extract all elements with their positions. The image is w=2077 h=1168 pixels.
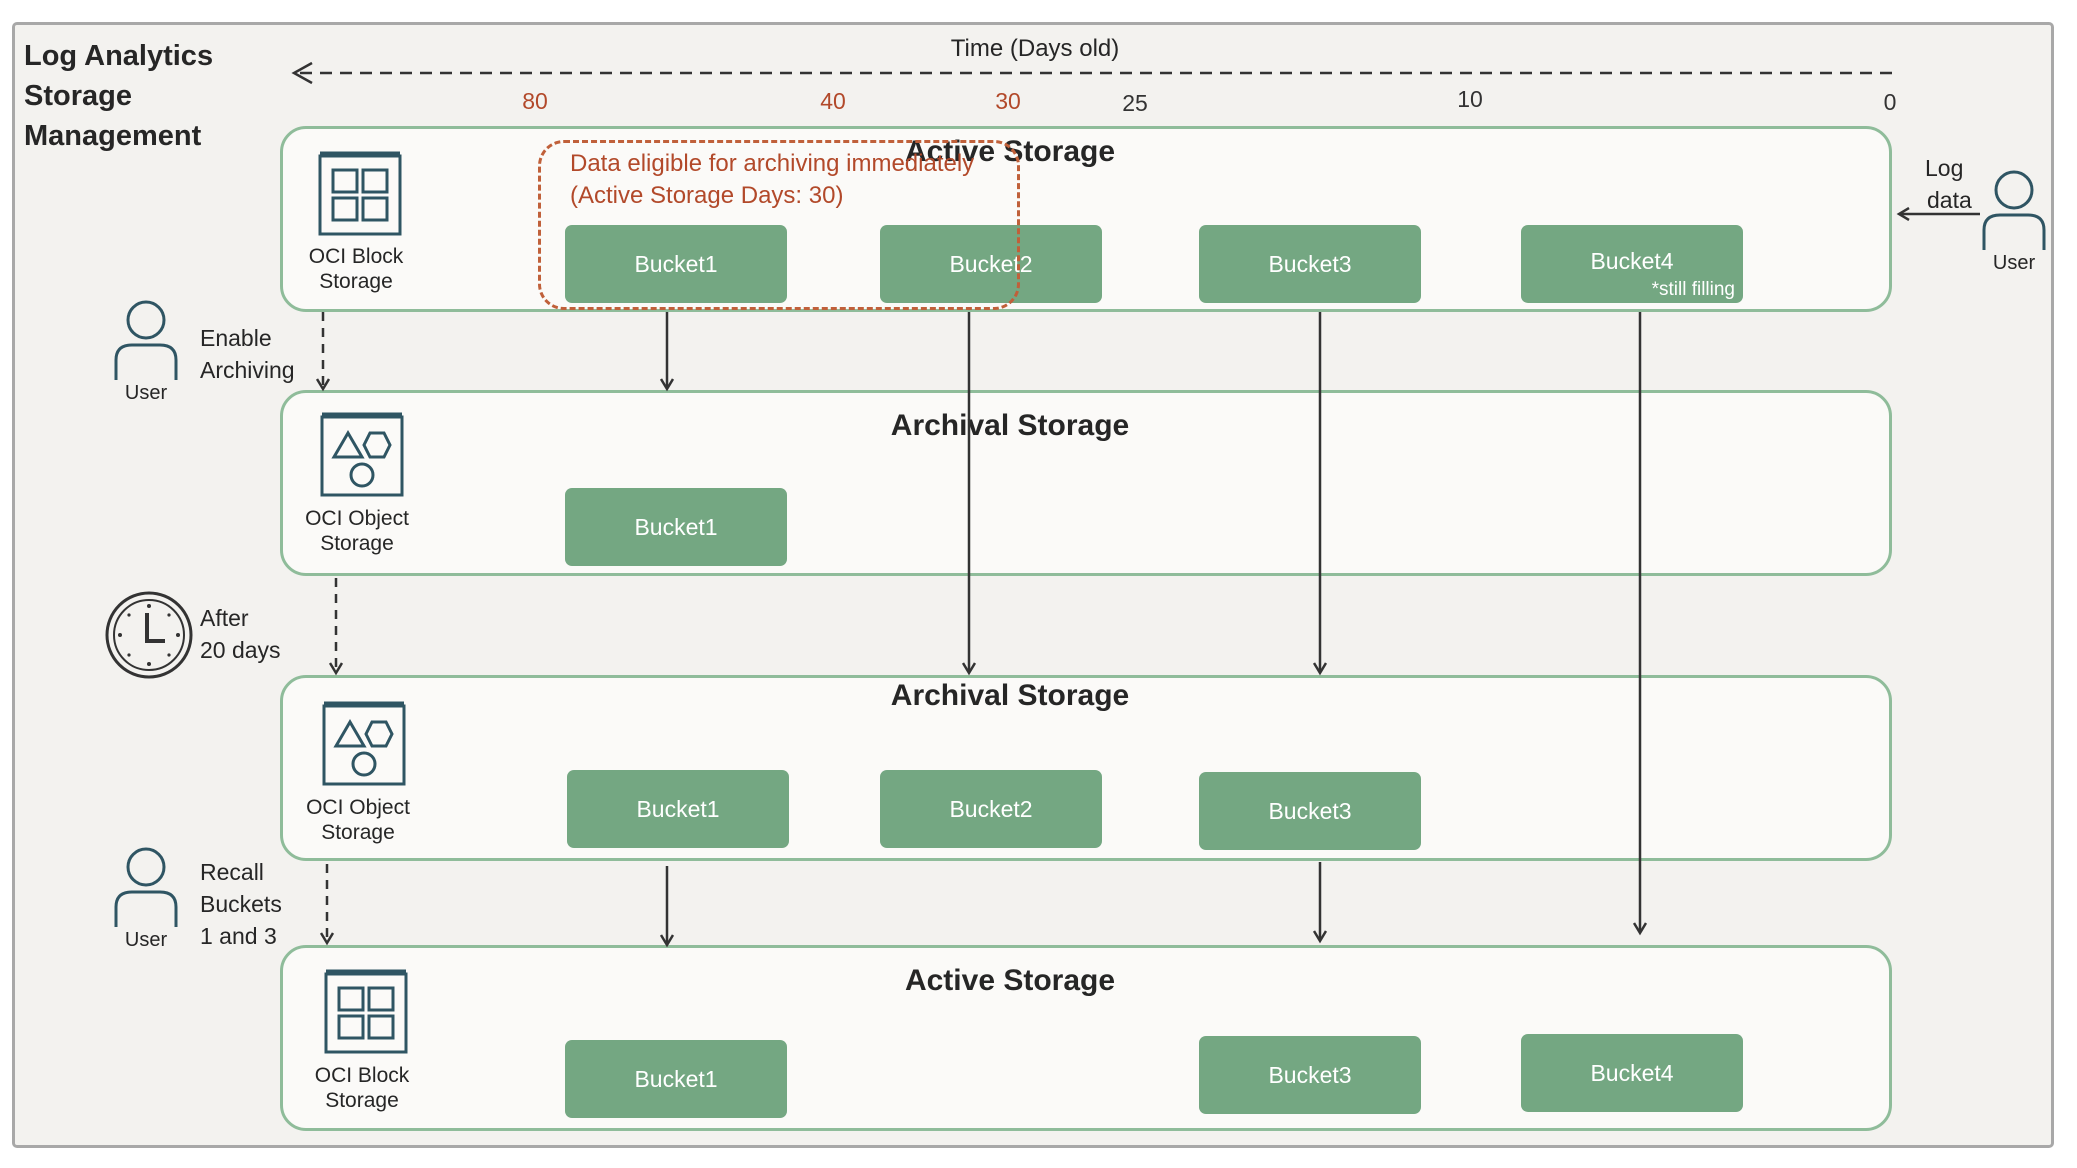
user-icon	[114, 300, 178, 380]
panel-title: Archival Storage	[890, 679, 1130, 712]
log-line2: data	[1927, 187, 1972, 213]
still-filling-note: *still filling	[1651, 279, 1735, 300]
tick-80: 80	[522, 88, 548, 114]
panel-title: Active Storage	[904, 964, 1116, 997]
service-label-line1: OCI Object	[306, 796, 410, 819]
bucket-4: Bucket4	[1521, 1034, 1743, 1112]
service-label-line1: OCI Block	[314, 1064, 410, 1087]
service-label-line2: Storage	[325, 1089, 399, 1112]
panel-title: Archival Storage	[890, 409, 1130, 442]
enable-line1: Enable	[200, 325, 272, 351]
user-caption: User	[1992, 252, 2036, 274]
service-label-line2: Storage	[321, 821, 395, 844]
service-label-line2: Storage	[320, 532, 394, 555]
bucket-1: Bucket1	[565, 1040, 787, 1118]
eligible-archiving-region	[538, 140, 1020, 310]
tick-0: 0	[1883, 89, 1897, 115]
eligible-line1: Data eligible for archiving immediately	[570, 150, 975, 177]
after-line1: After	[200, 605, 249, 631]
bucket-4: Bucket4 *still filling	[1521, 225, 1743, 303]
diagram-title: Log Analytics Storage Management	[24, 40, 214, 152]
panel-archival-storage-1	[280, 390, 1892, 576]
bucket-3: Bucket3	[1199, 225, 1421, 303]
service-label-line1: OCI Block	[308, 245, 404, 268]
service-label: OCI Object Storage	[278, 795, 438, 845]
tick-10: 10	[1457, 86, 1483, 112]
eligible-line2: (Active Storage Days: 30)	[570, 182, 844, 209]
object-storage-icon	[320, 412, 404, 497]
bucket-1: Bucket1	[567, 770, 789, 848]
after-line2: 20 days	[200, 637, 281, 663]
service-label: OCI Object Storage	[277, 506, 437, 556]
bucket-3: Bucket3	[1199, 772, 1421, 850]
user-icon	[114, 847, 178, 927]
bucket-3: Bucket3	[1199, 1036, 1421, 1114]
tick-30: 30	[995, 88, 1021, 114]
recall-buckets-label: Recall Buckets 1 and 3	[200, 856, 282, 952]
user-icon	[1982, 170, 2046, 250]
service-label: OCI Block Storage	[282, 1063, 442, 1113]
bucket-2: Bucket2	[880, 770, 1102, 848]
enable-archiving-label: Enable Archiving	[200, 322, 295, 386]
service-label: OCI Block Storage	[276, 244, 436, 294]
after-days-label: After 20 days	[200, 602, 281, 666]
log-line1: Log	[1925, 155, 1964, 181]
recall-line2: Buckets	[200, 891, 282, 917]
block-storage-icon	[324, 969, 408, 1054]
block-storage-icon	[318, 151, 402, 236]
eligible-archiving-text: Data eligible for archiving immediately …	[570, 148, 974, 212]
bucket-1: Bucket1	[565, 225, 787, 303]
service-label-line1: OCI Object	[305, 507, 409, 530]
enable-line2: Archiving	[200, 357, 295, 383]
clock-icon	[105, 591, 193, 679]
object-storage-icon	[322, 701, 406, 786]
user-caption: User	[124, 382, 168, 404]
tick-25: 25	[1122, 90, 1148, 116]
time-axis-arrowhead	[291, 61, 313, 85]
bucket-4-label: Bucket4	[1590, 247, 1674, 274]
service-label-line2: Storage	[319, 270, 393, 293]
tick-40: 40	[820, 88, 846, 114]
recall-line1: Recall	[200, 859, 264, 885]
time-axis-label: Time (Days old)	[950, 35, 1120, 62]
recall-line3: 1 and 3	[200, 923, 277, 949]
log-data-label: Log data	[1925, 152, 1972, 216]
bucket-1: Bucket1	[565, 488, 787, 566]
user-caption: User	[124, 929, 168, 951]
